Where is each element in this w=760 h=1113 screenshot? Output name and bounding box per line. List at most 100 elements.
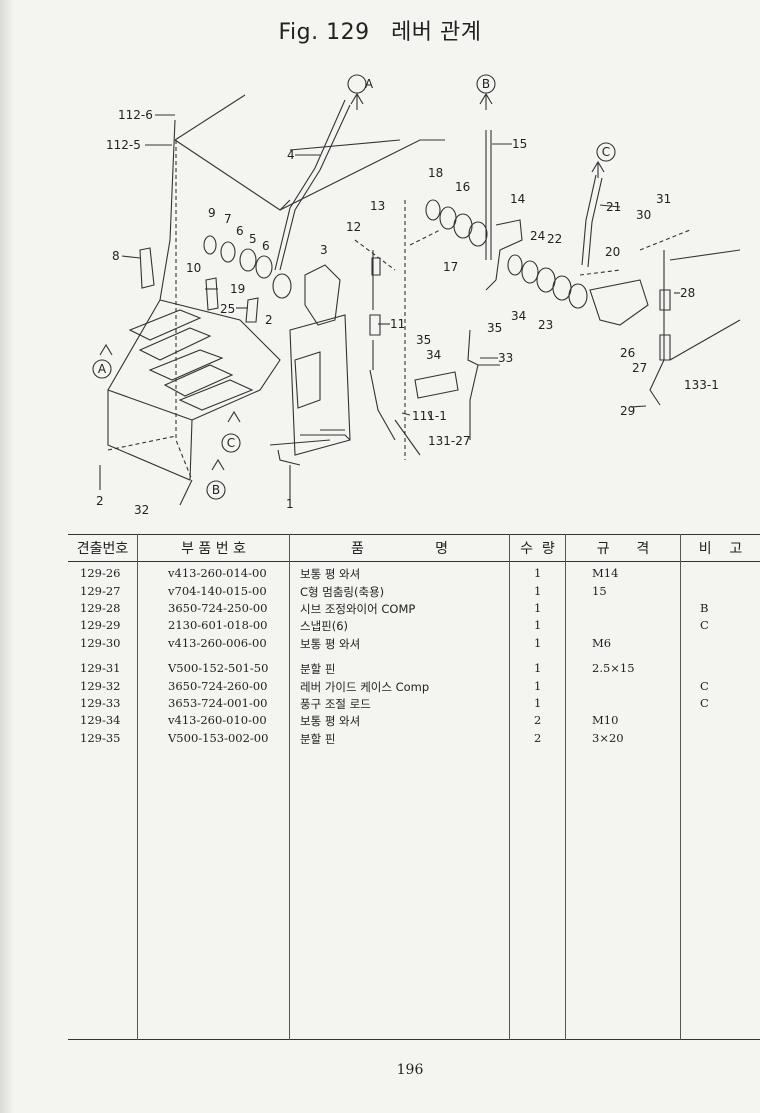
- row-index: 129-34: [80, 713, 121, 727]
- svg-text:18: 18: [428, 166, 443, 180]
- svg-text:C: C: [602, 145, 610, 159]
- svg-text:19: 19: [230, 282, 245, 296]
- row-quantity: 1: [534, 661, 542, 675]
- svg-text:131-27: 131-27: [428, 434, 471, 448]
- row-note: C: [700, 679, 709, 693]
- svg-text:31: 31: [656, 192, 671, 206]
- svg-text:20: 20: [605, 245, 620, 259]
- row-part-name: 레버 가이드 케이스 Comp: [300, 680, 430, 694]
- row-quantity: 2: [534, 731, 542, 745]
- row-index: 129-29: [80, 618, 121, 632]
- row-index: 129-32: [80, 679, 121, 693]
- svg-text:C: C: [227, 436, 235, 450]
- row-part-number: v413-260-006-00: [168, 636, 267, 650]
- svg-text:10: 10: [186, 261, 201, 275]
- row-quantity: 1: [534, 618, 542, 632]
- svg-text:8: 8: [112, 249, 120, 263]
- row-part-name: 보통 평 와셔: [300, 567, 361, 581]
- row-part-number: v413-260-010-00: [168, 713, 267, 727]
- header-part-number: 부 품 번 호: [181, 541, 246, 557]
- svg-text:B: B: [212, 483, 220, 497]
- header-spec: 규 격: [596, 541, 650, 557]
- row-part-name: 스냅핀(6): [300, 619, 349, 633]
- table-row: 129-29 2130-601-018-00 스냅핀(6) 1 C: [68, 618, 760, 636]
- svg-text:14: 14: [510, 192, 525, 206]
- row-part-name: 풍구 조절 로드: [300, 697, 371, 711]
- page-title: Fig. 129 레버 관계: [0, 14, 760, 46]
- parts-table: 견출번호 부 품 번 호 품 명 수 량 규 격 비 고 129-26 v413…: [68, 534, 760, 1040]
- table-row: 129-31 V500-152-501-50 분할 핀 1 2.5×15: [68, 661, 760, 679]
- figure-number: Fig. 129: [278, 20, 370, 45]
- row-quantity: 1: [534, 601, 542, 615]
- svg-text:6: 6: [236, 224, 244, 238]
- svg-text:35: 35: [416, 333, 431, 347]
- table-row: 129-32 3650-724-260-00 레버 가이드 케이스 Comp 1…: [68, 679, 760, 697]
- svg-text:9: 9: [208, 206, 216, 220]
- svg-text:30: 30: [636, 208, 651, 222]
- row-index: 129-27: [80, 584, 121, 598]
- svg-text:6: 6: [262, 239, 270, 253]
- svg-text:111-1: 111-1: [412, 409, 447, 423]
- exploded-parts-diagram: A B C A C B 112-6 112-5 4 15 18 16 14 21…: [92, 74, 741, 517]
- svg-text:5: 5: [249, 232, 257, 246]
- svg-text:112-5: 112-5: [106, 138, 141, 152]
- row-quantity: 1: [534, 584, 542, 598]
- svg-text:7: 7: [224, 212, 232, 226]
- row-index: 129-33: [80, 696, 121, 710]
- row-quantity: 2: [534, 713, 542, 727]
- header-note: 비 고: [698, 541, 743, 557]
- table-row: 129-33 3653-724-001-00 풍구 조절 로드 1 C: [68, 696, 760, 714]
- row-spec: M10: [592, 713, 619, 727]
- row-part-name: 분할 핀: [300, 662, 336, 676]
- svg-text:21: 21: [606, 200, 621, 214]
- svg-text:16: 16: [455, 180, 470, 194]
- row-spec: M14: [592, 566, 619, 580]
- row-index: 129-26: [80, 566, 121, 580]
- svg-text:12: 12: [346, 220, 361, 234]
- svg-text:34: 34: [426, 348, 441, 362]
- row-part-number: 3650-724-260-00: [168, 679, 268, 693]
- svg-text:33: 33: [498, 351, 513, 365]
- svg-text:2: 2: [96, 494, 104, 508]
- page-number: 196: [396, 1062, 424, 1078]
- row-spec: 3×20: [592, 731, 624, 745]
- svg-text:1: 1: [286, 497, 294, 511]
- table-row: 129-26 v413-260-014-00 보통 평 와셔 1 M14: [68, 566, 760, 584]
- row-quantity: 1: [534, 696, 542, 710]
- table-row: 129-30 v413-260-006-00 보통 평 와셔 1 M6: [68, 636, 760, 654]
- table-row: 129-27 v704-140-015-00 C형 멈춤링(축용) 1 15: [68, 584, 760, 602]
- row-note: B: [700, 601, 709, 615]
- table-row: 129-35 V500-153-002-00 분할 핀 2 3×20: [68, 731, 760, 749]
- header-index: 견출번호: [76, 541, 129, 557]
- svg-text:15: 15: [512, 137, 527, 151]
- row-part-number: V500-153-002-00: [168, 731, 269, 745]
- svg-text:17: 17: [443, 260, 458, 274]
- svg-text:35: 35: [487, 321, 502, 335]
- row-spec: 2.5×15: [592, 661, 635, 675]
- row-quantity: 1: [534, 679, 542, 693]
- row-part-name: 분할 핀: [300, 732, 336, 746]
- row-part-number: V500-152-501-50: [168, 661, 269, 675]
- svg-text:26: 26: [620, 346, 635, 360]
- scan-edge: [0, 0, 14, 1113]
- svg-text:29: 29: [620, 404, 635, 418]
- row-spec: 15: [592, 584, 607, 598]
- svg-text:B: B: [482, 77, 490, 91]
- row-quantity: 1: [534, 636, 542, 650]
- svg-text:A: A: [365, 77, 374, 91]
- svg-text:28: 28: [680, 286, 695, 300]
- table-row: 129-34 v413-260-010-00 보통 평 와셔 2 M10: [68, 713, 760, 731]
- svg-text:23: 23: [538, 318, 553, 332]
- svg-text:112-6: 112-6: [118, 108, 153, 122]
- row-part-name: 보통 평 와셔: [300, 714, 361, 728]
- row-quantity: 1: [534, 566, 542, 580]
- row-note: C: [700, 696, 709, 710]
- svg-text:27: 27: [632, 361, 647, 375]
- row-part-number: v704-140-015-00: [168, 584, 267, 598]
- row-note: C: [700, 618, 709, 632]
- row-part-name: 시브 조정와이어 COMP: [300, 602, 416, 616]
- row-index: 129-31: [80, 661, 121, 675]
- row-part-number: 2130-601-018-00: [168, 618, 268, 632]
- row-part-number: 3650-724-250-00: [168, 601, 268, 615]
- svg-text:133-1: 133-1: [684, 378, 719, 392]
